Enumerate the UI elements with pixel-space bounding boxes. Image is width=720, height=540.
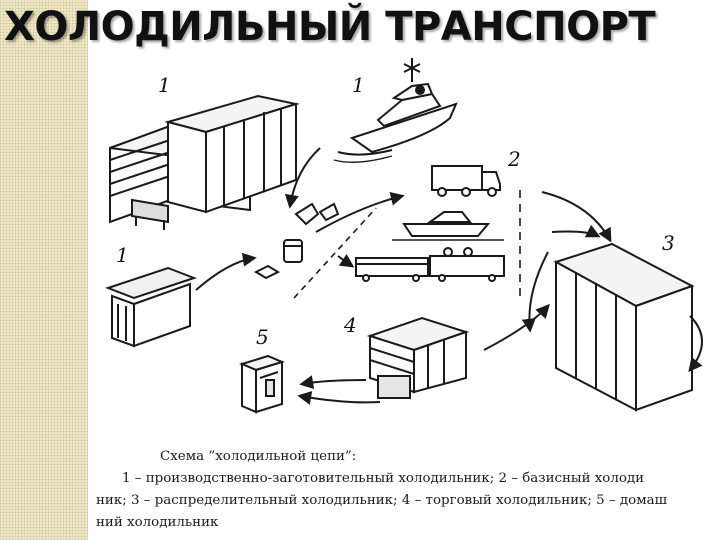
arrow-distribution-to-home-2 xyxy=(297,391,381,405)
arrow-cargo-to-transport xyxy=(315,191,405,233)
arrow-distribution-to-home xyxy=(299,375,367,390)
label-production-small: 1 xyxy=(116,243,129,267)
dashed-divider xyxy=(293,207,377,299)
arrow-transport-to-basic xyxy=(541,191,612,243)
label-transport: 2 xyxy=(507,147,521,171)
arrow-distribution-from-basic xyxy=(483,303,550,351)
distribution-refrigerator xyxy=(366,316,470,399)
label-production-top: 1 xyxy=(158,73,171,97)
caption-line-1: 1 – производственно-заготовительный холо… xyxy=(122,471,645,486)
basic-refrigerator xyxy=(553,242,695,412)
label-distribution: 4 xyxy=(343,313,357,337)
arrow-transport-to-basic-2 xyxy=(551,224,601,238)
decorative-side-strip xyxy=(0,0,88,540)
caption-line-3: ний холодильник xyxy=(96,515,219,530)
cargo-items xyxy=(253,202,340,280)
arrow-small-to-cargo xyxy=(195,252,257,291)
label-ship: 1 xyxy=(352,73,365,97)
caption-line-2: ник; 3 – распределительный холодильник; … xyxy=(96,493,668,508)
flow-arrows xyxy=(195,147,703,405)
transport-vehicles xyxy=(355,165,505,282)
arrow-ship-to-cargo xyxy=(284,147,321,209)
arrow-to-train xyxy=(337,253,355,268)
page-title: ХОЛОДИЛЬНЫЙ ТРАНСПОРТ xyxy=(4,4,656,50)
arrow-basic-to-distribution xyxy=(521,251,549,333)
refrigerated-ship xyxy=(333,58,458,163)
label-home: 5 xyxy=(256,325,269,349)
production-refrigerator-large xyxy=(109,94,300,230)
diagram-caption: Схема ”холодильной цепи”: 1 – производст… xyxy=(96,446,716,534)
production-refrigerator-small xyxy=(105,266,197,348)
caption-title: Схема ”холодильной цепи”: xyxy=(160,449,357,464)
arrow-basic-side xyxy=(688,315,703,373)
label-basic: 3 xyxy=(662,231,675,255)
home-refrigerator xyxy=(239,354,285,414)
